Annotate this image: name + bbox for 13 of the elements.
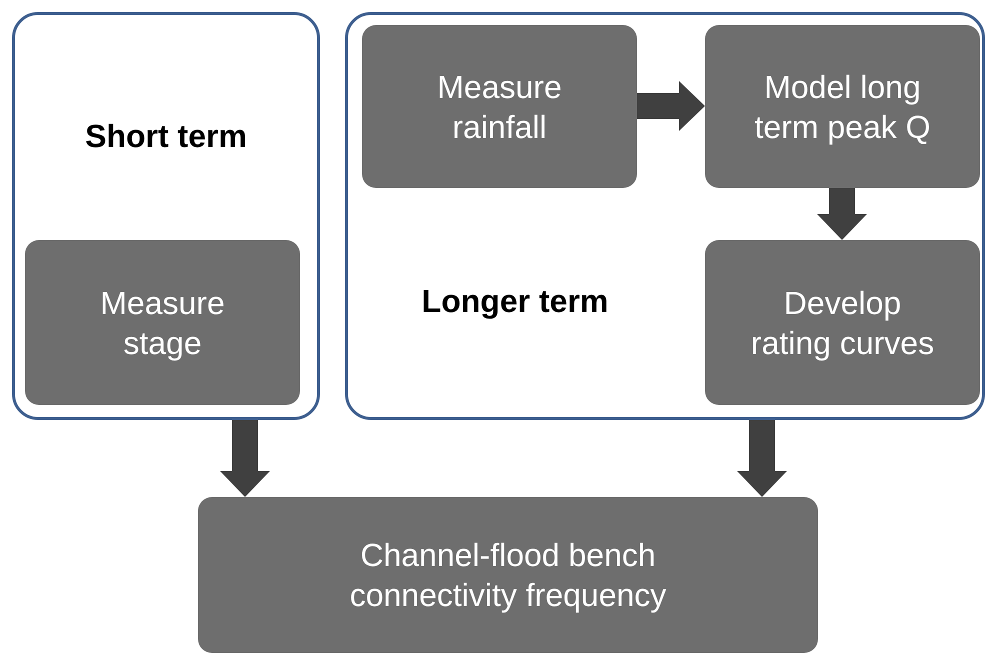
- process-box: Measure rainfall: [362, 25, 637, 188]
- group-panel: [345, 12, 985, 420]
- process-box: Measure stage: [25, 240, 300, 405]
- group-label: Short term: [84, 117, 248, 156]
- process-box: Channel-flood bench connectivity frequency: [198, 497, 818, 653]
- process-box: Model long term peak Q: [705, 25, 980, 188]
- group-label: Longer term: [420, 282, 610, 321]
- process-box: Develop rating curves: [705, 240, 980, 405]
- block-arrow: [737, 420, 787, 497]
- block-arrow: [220, 420, 270, 497]
- block-arrow: [817, 188, 867, 240]
- group-panel: [12, 12, 320, 420]
- block-arrow: [637, 81, 705, 131]
